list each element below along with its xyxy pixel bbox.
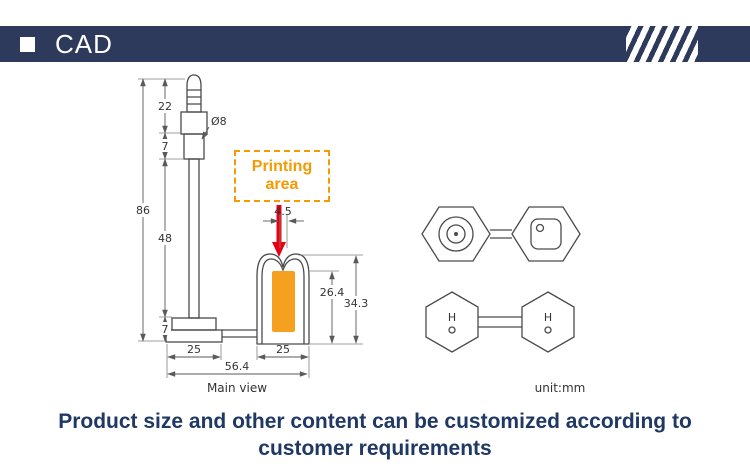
barrel-head-square <box>530 218 562 250</box>
hexagon-pin-head <box>421 206 491 262</box>
footer-line-2: customer requirements <box>258 436 492 460</box>
footer-note: Product size and other content can be cu… <box>0 409 750 463</box>
dim-22-label: 22 <box>158 100 172 113</box>
barrel-inner <box>261 258 305 344</box>
hexagon-barrel-head <box>511 206 581 262</box>
diameter-leader <box>201 126 210 140</box>
header-square-icon <box>20 36 35 52</box>
pin-base-upper <box>171 317 217 331</box>
dim-48-label: 48 <box>158 232 172 245</box>
footer-line-1: Product size and other content can be cu… <box>58 410 692 433</box>
pin-tip-ridges <box>187 89 201 105</box>
pin-tip <box>186 74 202 113</box>
printing-area-label: Printing area <box>251 158 313 193</box>
dim-86-label: 86 <box>136 204 150 217</box>
seal-body-view <box>256 253 310 345</box>
pin-shaft <box>188 158 200 319</box>
hexagon-right <box>521 291 575 353</box>
printing-area-callout: Printing area <box>234 150 330 202</box>
unit-label: unit:mm <box>535 381 586 395</box>
dim-gap-label: 4.5 <box>274 205 292 218</box>
hexagon-left <box>425 291 479 353</box>
pin-collar <box>180 111 208 135</box>
extension-lines <box>138 78 363 378</box>
dim-34-label: 34.3 <box>344 297 369 310</box>
dimension-annotations: 86 22 7 48 7 Ø8 25 4.5 26.4 34.3 25 56.4 <box>133 78 370 378</box>
dim-56-label: 56.4 <box>225 360 250 373</box>
side-view-hexagons: H H <box>425 291 575 353</box>
dim-25-pin-label: 25 <box>187 343 201 356</box>
dim-diameter-label: Ø8 <box>211 115 227 128</box>
header-bar: CAD <box>0 26 750 62</box>
main-view-label: Main view <box>207 381 267 395</box>
page-title: CAD <box>55 28 113 59</box>
dim-26-label: 26.4 <box>320 286 345 299</box>
hex-hole-right <box>544 326 552 334</box>
diagonal-stripes-decoration <box>626 26 698 62</box>
printing-area-arrow <box>272 205 286 257</box>
top-view-connector <box>490 229 512 239</box>
top-view-hexagons <box>421 206 581 262</box>
dim-25-body-label: 25 <box>276 343 290 356</box>
pin-neck <box>183 133 205 160</box>
dim-7-top-label: 7 <box>162 140 169 153</box>
barrel-outer <box>256 253 310 345</box>
printing-area-highlight <box>272 271 295 332</box>
hex-hole-left <box>448 326 456 334</box>
hex-mark-right: H <box>544 311 552 324</box>
connecting-wire <box>222 329 257 338</box>
pin-base-lower <box>165 329 223 343</box>
hex-mark-left: H <box>448 311 456 324</box>
side-view-connector <box>478 316 522 328</box>
dim-7-bottom-label: 7 <box>162 323 169 336</box>
barrel-head-hole <box>535 223 545 233</box>
